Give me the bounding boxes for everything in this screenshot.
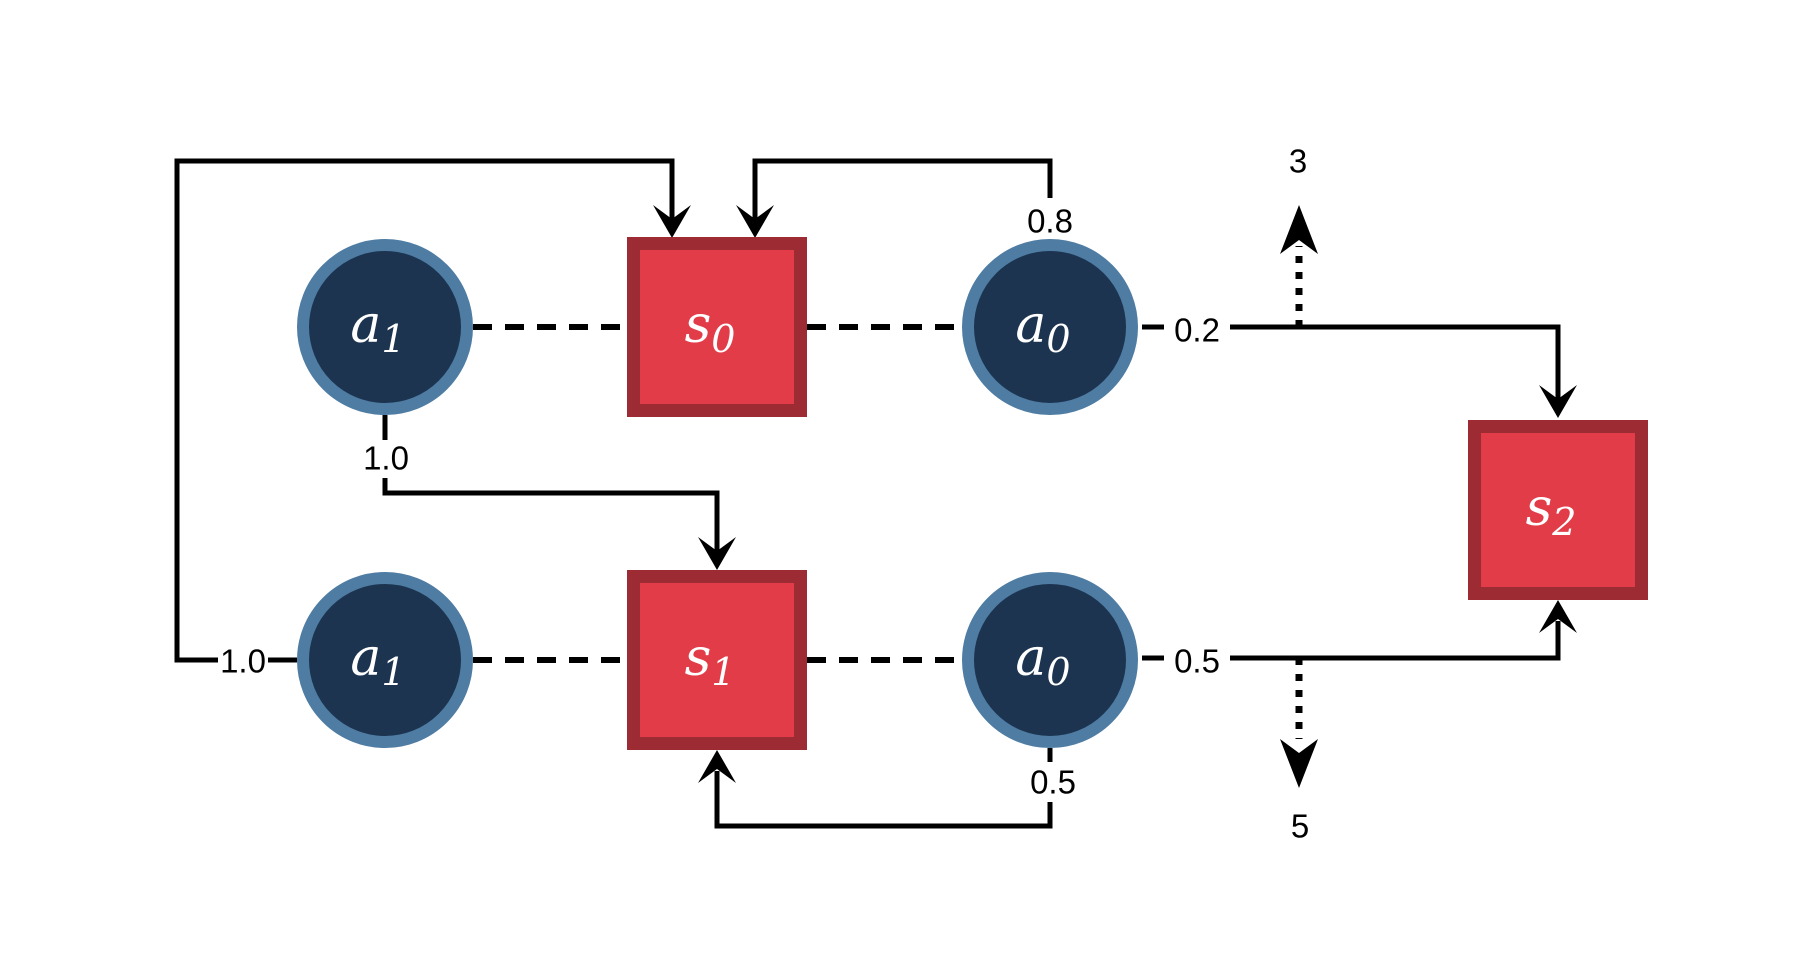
arrowhead-into-s0-right (736, 205, 774, 238)
transition-line-a0-bottom-to-s2 (1142, 621, 1561, 661)
transition-line-a0-top-to-s2 (1142, 324, 1561, 402)
state-s2-label: s2 (1526, 478, 1577, 544)
action-a0-bottom-label: a0 (1015, 628, 1070, 694)
action-a1-bottom (297, 572, 473, 748)
reward-arrowhead-down (1280, 739, 1318, 788)
arrowhead-into-s1-bottom (698, 750, 736, 783)
state-s0-label: s0 (685, 295, 736, 361)
prob-label-a0-bottom-to-s2: 0.5 (1174, 643, 1220, 680)
state-s1-label: s1 (685, 628, 736, 694)
action-a0-top-label: a0 (1015, 295, 1070, 361)
reward-label-3: 3 (1289, 143, 1307, 180)
state-s0 (627, 237, 807, 417)
transition-line-a0-bottom-to-s1 (714, 748, 1053, 829)
action-a0-top (962, 239, 1138, 415)
action-a1-bottom-label: a1 (350, 628, 405, 694)
transition-line-a1-bottom-to-s0 (174, 158, 675, 663)
reward-label-5: 5 (1291, 808, 1309, 845)
prob-label-a0-top-to-s0: 0.8 (1027, 203, 1073, 240)
arrowhead-into-s2-bottom (1539, 600, 1577, 633)
prob-label-a0-top-to-s2: 0.2 (1174, 312, 1220, 349)
state-s2 (1468, 420, 1648, 600)
transition-line-a1-top-to-s1 (382, 415, 720, 552)
prob-label-a1-top-to-s1: 1.0 (363, 440, 409, 477)
arrowhead-into-s2-top (1539, 385, 1577, 418)
arrowhead-into-s1-top (698, 537, 736, 570)
arrowhead-into-s0-left (653, 205, 691, 238)
action-a1-top (297, 239, 473, 415)
action-a1-top-label: a1 (350, 295, 405, 361)
reward-arrowhead-up (1280, 205, 1318, 254)
action-a0-bottom (962, 572, 1138, 748)
prob-label-a1-bottom-to-s0: 1.0 (220, 643, 266, 680)
state-s1 (627, 570, 807, 750)
prob-label-a0-bottom-to-s1: 0.5 (1030, 764, 1076, 801)
